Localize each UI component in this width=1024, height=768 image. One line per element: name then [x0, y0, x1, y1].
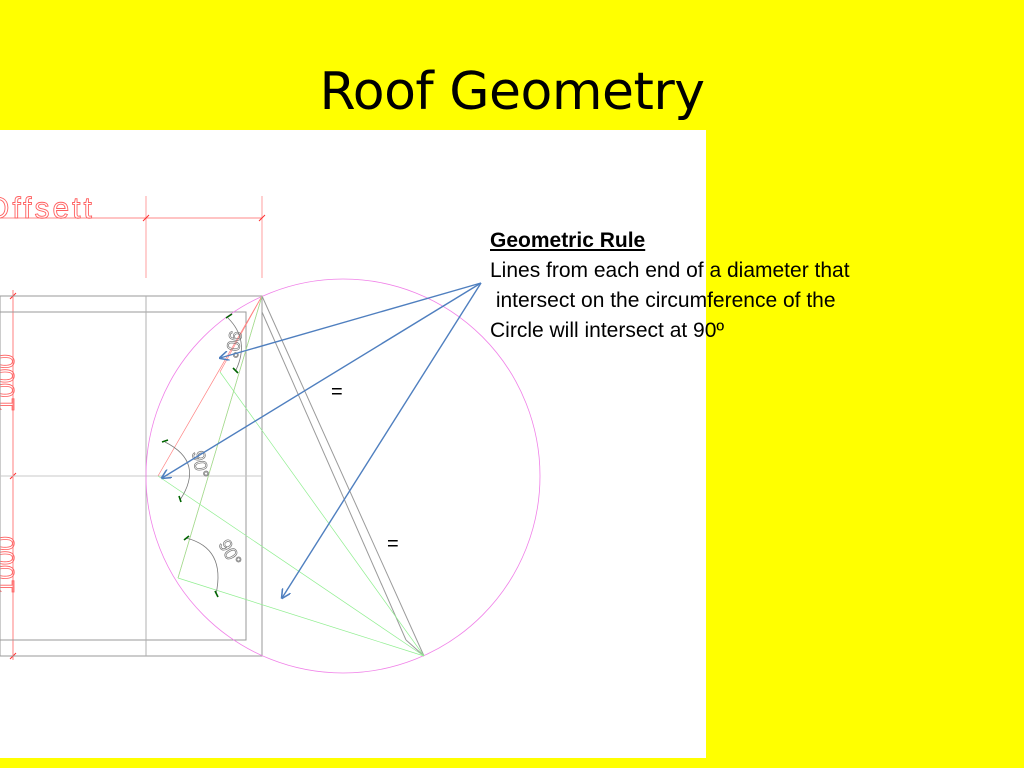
rafter-inner: [261, 311, 407, 641]
offset-tick-left: [142, 214, 150, 222]
angle-tick-mid-a: [161, 439, 169, 443]
angle-label-low: 90°: [215, 536, 246, 570]
angle-arc-top: [227, 317, 242, 371]
diameter-circle: [145, 278, 541, 674]
arrow-to-low-angle: [282, 282, 482, 598]
equal-mark-upper: =: [331, 381, 343, 403]
rule-line-2: intersect on the circumference of the: [490, 289, 836, 312]
red-line-mid: [157, 295, 263, 477]
dimension-label-lower: 1000: [0, 536, 20, 594]
rafter-cap: [405, 639, 425, 657]
vertical-dimension-group: 1000 1000: [0, 290, 20, 660]
angle-tick-low-b: [214, 590, 219, 598]
green-line-chord: [177, 295, 263, 579]
angle-tick-low-a: [183, 535, 190, 541]
angle-tick-top-b: [232, 367, 239, 374]
slide-title: Roof Geometry: [319, 62, 705, 122]
angle-arc-mid: [164, 441, 190, 501]
angle-label-top: 90°: [221, 329, 245, 359]
equal-mark-lower: =: [387, 533, 399, 555]
offset-dimension-group: Offsett: [0, 192, 266, 278]
angle-arc-low: [185, 537, 219, 595]
rule-line-3: Circle will intersect at 90º: [490, 319, 725, 342]
rule-line-1: Lines from each end of a diameter that: [490, 259, 850, 282]
construction-lines: [157, 295, 425, 657]
rule-heading: Geometric Rule: [490, 229, 646, 252]
geometric-rule-text: Geometric Rule Lines from each end of a …: [490, 226, 950, 346]
offset-tick-right: [258, 214, 266, 222]
arrow-to-mid-angle: [162, 282, 482, 478]
green-line-low: [177, 577, 425, 657]
dimension-label-upper: 1000: [0, 354, 20, 412]
roof-outline: [0, 295, 425, 657]
pointer-arrows: [162, 282, 482, 598]
drawing-panel: [0, 130, 706, 758]
angle-label-mid: 90°: [188, 449, 212, 479]
arrow-to-top-angle: [220, 282, 482, 358]
green-line-top: [219, 371, 425, 657]
angle-tick-top-a: [225, 313, 233, 319]
angle-markers: 90° 90° 90°: [161, 313, 246, 598]
offset-label: Offsett: [0, 192, 95, 225]
rafter-outer: [261, 295, 425, 657]
angle-tick-mid-b: [178, 495, 182, 503]
green-line-mid: [157, 475, 425, 657]
